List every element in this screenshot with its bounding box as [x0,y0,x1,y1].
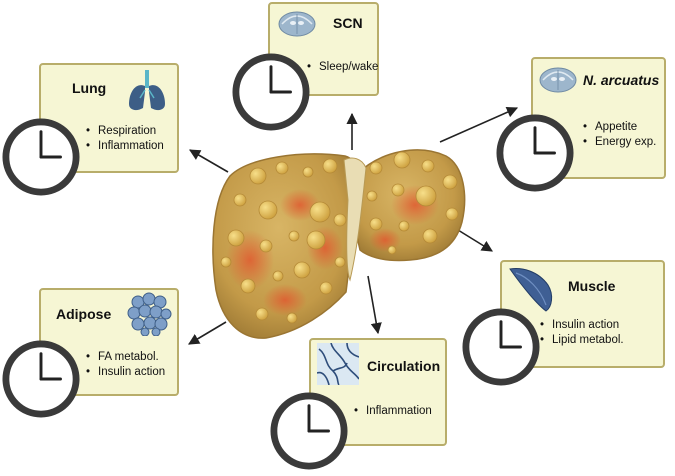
scn-item: Sleep/wake [307,60,378,75]
clock-icon [2,118,80,196]
muscle-icon [509,268,553,312]
arrow-to-arcuatus [439,106,519,143]
brain-section-icon [539,67,577,93]
clock-icon [270,392,348,470]
clock-icon [232,53,310,131]
arcuatus-item: Energy exp. [583,135,656,150]
adipocytes-icon [127,292,172,336]
lung-item: Respiration [86,124,164,139]
muscle-items: Insulin action Lipid metabol. [540,318,624,348]
adipose-item: Insulin action [86,365,165,380]
blood-vessels-icon [317,343,359,385]
circulation-items: Inflammation [354,404,432,419]
clock-icon [462,308,540,386]
scn-items: Sleep/wake [307,60,378,75]
muscle-item: Lipid metabol. [540,333,624,348]
scn-title: SCN [333,15,363,31]
clock-icon [2,340,80,418]
arcuatus-item: Appetite [583,120,656,135]
lungs-icon [129,70,165,111]
circulation-title: Circulation [367,358,441,374]
arrow-to-lung [189,149,229,173]
arrow-to-circulation [367,275,382,335]
muscle-title: Muscle [568,278,616,294]
circulation-item: Inflammation [354,404,432,419]
gallbladder-ligament [343,157,367,282]
arcuatus-items: Appetite Energy exp. [583,120,656,150]
adipose-items: FA metabol. Insulin action [86,350,165,380]
adipose-title: Adipose [56,306,112,322]
brain-section-icon [278,11,316,37]
muscle-item: Insulin action [540,318,624,333]
lung-title: Lung [72,80,107,96]
arrow-to-adipose [188,321,227,345]
fat-droplets [220,151,459,324]
arrow-to-muscle [457,229,493,252]
arcuatus-title: N. arcuatus [583,72,660,88]
lung-items: Respiration Inflammation [86,124,164,154]
adipose-item: FA metabol. [86,350,165,365]
lung-item: Inflammation [86,139,164,154]
clock-icon [496,114,574,192]
